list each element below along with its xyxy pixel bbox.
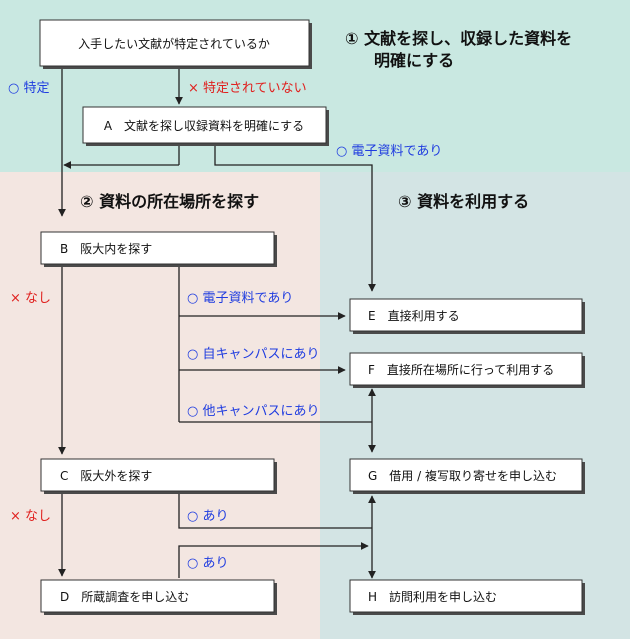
edge-label-electronic-a: ○ 電子資料であり: [336, 144, 442, 159]
section-title-3: ③ 資料を利用する: [398, 192, 529, 211]
node-d: D 所蔵調査を申し込む: [40, 579, 277, 615]
node-f-label: F 直接所在場所に行って利用する: [368, 362, 554, 377]
section-band-use: [320, 172, 630, 639]
node-b-label: B 阪大内を探す: [60, 242, 152, 256]
edge-label-exists-c: ○ あり: [187, 509, 228, 524]
node-d-label: D 所蔵調査を申し込む: [60, 590, 189, 604]
connectors: [58, 68, 376, 579]
node-start: 入手したい文献が特定されているか: [39, 19, 312, 69]
node-e-label: E 直接利用する: [368, 308, 460, 323]
edge-label-other-campus: ○ 他キャンパスにあり: [187, 404, 319, 419]
node-b: B 阪大内を探す: [40, 231, 277, 267]
node-g: G 借用 / 複写取り寄せを申し込む: [349, 458, 585, 494]
node-a: A 文献を探し収録資料を明確にする: [82, 106, 329, 146]
node-h-label: H 訪問利用を申し込む: [368, 589, 497, 604]
edge-a-electronic: [214, 146, 376, 292]
node-start-label: 入手したい文献が特定されているか: [78, 36, 270, 51]
edge-label-none-b: × なし: [10, 291, 51, 306]
edge-label-electronic-b: ○ 電子資料であり: [187, 291, 293, 306]
section-title-1-line2: 明確にする: [374, 51, 454, 70]
node-c: C 阪大外を探す: [40, 458, 277, 494]
node-e: E 直接利用する: [349, 298, 585, 334]
section-title-2: ② 資料の所在場所を探す: [80, 192, 259, 211]
node-g-label: G 借用 / 複写取り寄せを申し込む: [368, 468, 557, 483]
node-c-label: C 阪大外を探す: [60, 469, 152, 483]
edge-d-branch: [178, 542, 369, 578]
edge-label-identified: ○ 特定: [8, 81, 49, 96]
edge-label-not-identified: × 特定されていない: [188, 81, 307, 96]
edge-label-own-campus: ○ 自キャンパスにあり: [187, 347, 319, 362]
section-title-1: ① 文献を探し、収録した資料を: [345, 29, 572, 48]
node-a-label: A 文献を探し収録資料を明確にする: [104, 118, 304, 133]
edge-label-none-c: × なし: [10, 509, 51, 524]
node-h: H 訪問利用を申し込む: [349, 579, 585, 615]
edge-label-exists-d: ○ あり: [187, 556, 228, 571]
node-f: F 直接所在場所に行って利用する: [349, 352, 585, 388]
edge-c-branch: [178, 492, 372, 529]
